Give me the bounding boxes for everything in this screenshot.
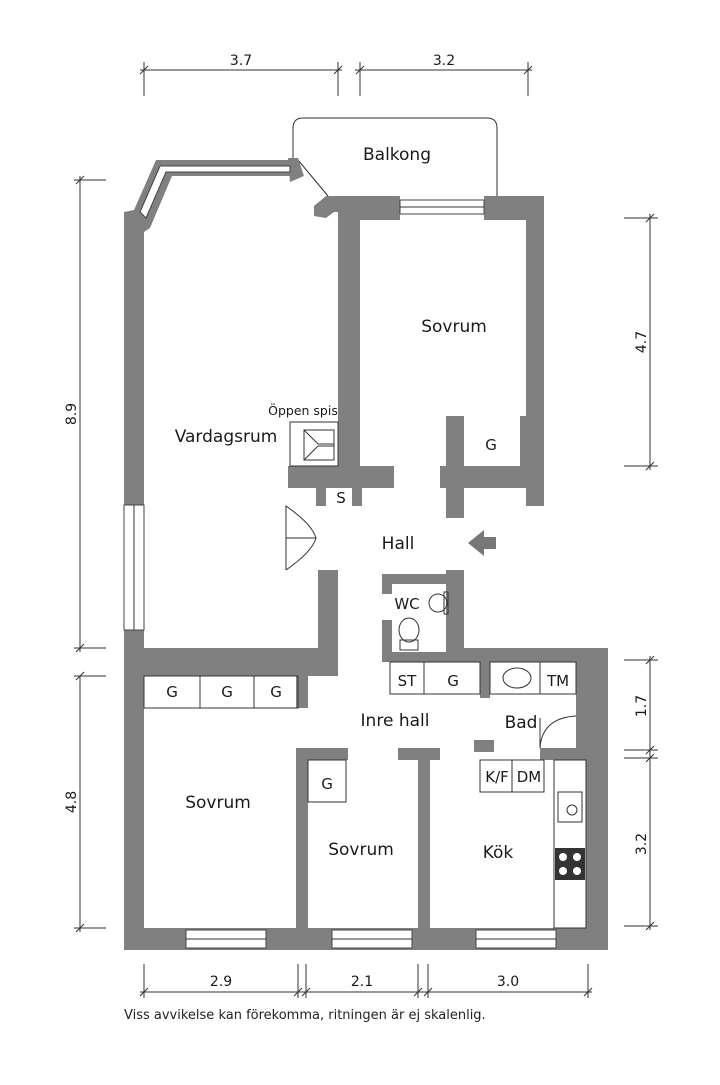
footer-note: Viss avvikelse kan förekomma, ritningen … <box>124 1008 486 1023</box>
dimension-lines <box>74 62 658 998</box>
label-g3: G <box>270 683 282 701</box>
dim-right-lower: 3.2 <box>634 833 650 855</box>
label-hall: Hall <box>382 534 415 554</box>
label-bath: Bad <box>505 713 538 733</box>
label-st: ST <box>398 672 418 690</box>
label-tm: TM <box>546 672 569 690</box>
fixtures <box>143 421 587 929</box>
label-balcony: Balkong <box>363 145 431 165</box>
dimension-labels: 3.7 3.2 8.9 4.8 4.7 1.7 3.2 2.9 2.1 3.0 <box>64 53 650 990</box>
stove-icon <box>555 848 585 880</box>
label-g2: G <box>221 683 233 701</box>
dim-bottom-right: 3.0 <box>497 974 519 990</box>
room-labels: Balkong Sovrum Öppen spis Vardagsrum G S… <box>166 145 569 863</box>
dim-right-upper: 4.7 <box>634 331 650 353</box>
label-g1: G <box>166 683 178 701</box>
label-storage-s: S <box>336 489 346 507</box>
label-wc: WC <box>394 595 419 613</box>
walls <box>124 158 608 950</box>
label-g-small: G <box>321 775 333 793</box>
dim-top-right: 3.2 <box>433 53 455 69</box>
dim-left-upper: 8.9 <box>64 403 80 425</box>
dim-right-mid: 1.7 <box>634 695 650 717</box>
label-bedroom-small: Sovrum <box>328 840 394 860</box>
balcony <box>292 117 498 200</box>
dim-top-left: 3.7 <box>230 53 252 69</box>
label-living-room: Vardagsrum <box>175 427 278 447</box>
label-bedroom-large: Sovrum <box>185 793 251 813</box>
dim-bottom-left: 2.9 <box>210 974 232 990</box>
label-fireplace: Öppen spis <box>268 402 338 418</box>
label-kitchen: Kök <box>483 843 514 863</box>
label-bedroom-top: Sovrum <box>421 317 487 337</box>
windows <box>123 165 557 949</box>
label-inner-hall: Inre hall <box>361 711 430 731</box>
label-dm: DM <box>517 768 542 786</box>
dim-left-lower: 4.8 <box>64 791 80 813</box>
label-kf: K/F <box>485 768 509 786</box>
label-g-mid: G <box>447 672 459 690</box>
dim-bottom-mid: 2.1 <box>351 974 373 990</box>
entrance-arrow-icon <box>468 530 496 556</box>
label-closet-top: G <box>485 436 497 454</box>
